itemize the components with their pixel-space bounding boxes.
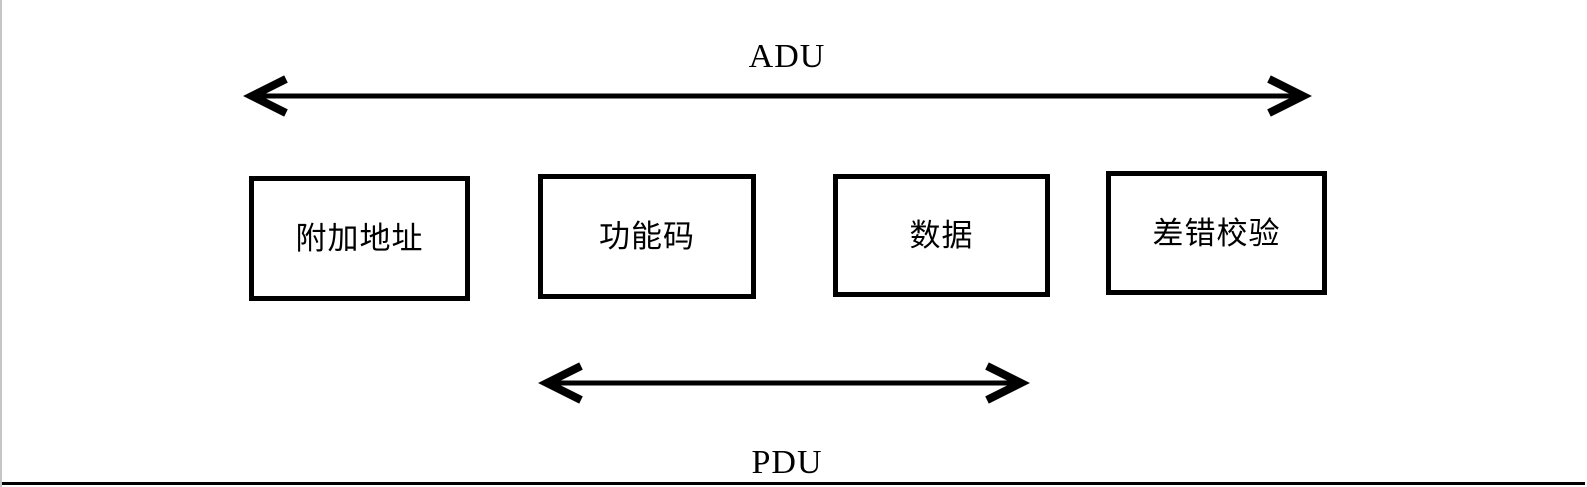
field-box-function-code: 功能码 xyxy=(538,174,756,299)
field-box-data: 数据 xyxy=(833,174,1050,297)
adu-span-arrow xyxy=(243,75,1312,117)
field-label-additional-address: 附加地址 xyxy=(295,221,424,256)
field-box-additional-address: 附加地址 xyxy=(249,176,470,301)
bottom-divider xyxy=(2,482,1585,485)
field-box-error-check: 差错校验 xyxy=(1106,171,1327,295)
pdu-span-label: PDU xyxy=(751,444,823,481)
adu-span-label: ADU xyxy=(748,38,826,75)
field-label-function-code: 功能码 xyxy=(599,219,695,254)
field-label-error-check: 差错校验 xyxy=(1152,215,1281,251)
pdu-span-arrow xyxy=(538,362,1030,404)
field-label-data: 数据 xyxy=(909,218,974,253)
